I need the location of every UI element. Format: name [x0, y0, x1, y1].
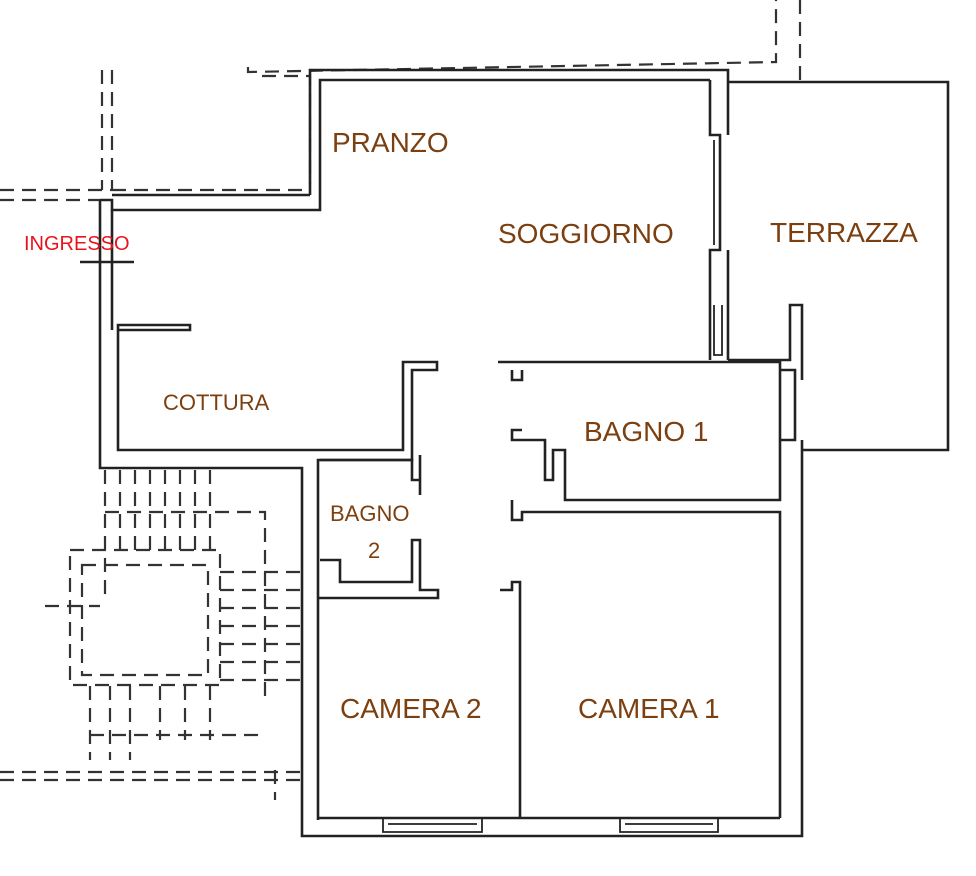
room-label-terrazza: TERRAZZA: [770, 217, 918, 248]
surrounding-dashed-outlines: [0, 0, 802, 800]
room-labels: PRANZO SOGGIORNO TERRAZZA INGRESSO COTTU…: [24, 127, 918, 724]
room-label-cottura: COTTURA: [163, 390, 270, 415]
room-label-camera2: CAMERA 2: [340, 693, 482, 724]
room-label-ingresso: INGRESSO: [24, 233, 130, 255]
room-label-bagno2-line2: 2: [368, 538, 380, 563]
room-label-bagno1: BAGNO 1: [584, 416, 708, 447]
room-label-soggiorno: SOGGIORNO: [498, 218, 674, 249]
exterior-walls: [80, 68, 950, 838]
room-label-pranzo: PRANZO: [332, 127, 449, 158]
room-label-bagno2-line1: BAGNO: [330, 501, 409, 526]
room-label-camera1: CAMERA 1: [578, 693, 720, 724]
